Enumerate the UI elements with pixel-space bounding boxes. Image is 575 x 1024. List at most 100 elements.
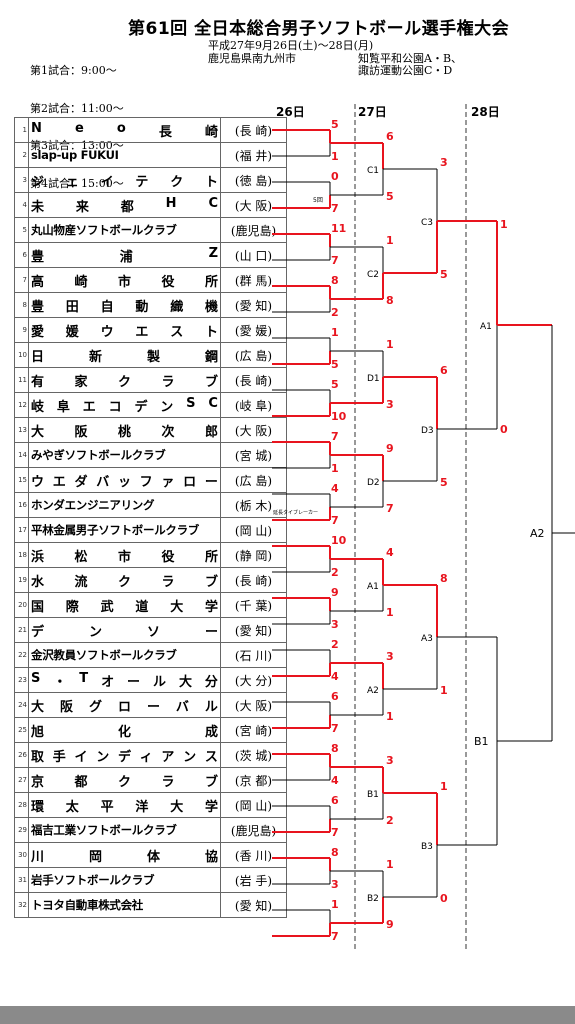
team-prefecture: (宮 城) (220, 442, 287, 468)
score: 3 (331, 878, 339, 891)
score: 7 (331, 254, 339, 267)
game-label: D3 (421, 426, 434, 436)
team-name-cell: 愛媛ウエスト (28, 317, 221, 343)
score: 2 (331, 306, 339, 319)
score: 9 (386, 442, 394, 455)
score: 7 (331, 930, 339, 943)
score: 8 (331, 846, 339, 859)
team-name: ホンダエンジニアリング (31, 498, 155, 512)
team-name-cell: デンソー (28, 617, 221, 643)
team-name-cell: 高崎市役所 (28, 267, 221, 293)
score: 8 (331, 742, 339, 755)
score: 6 (331, 794, 339, 807)
team-name: ジェイテクト (31, 174, 218, 190)
team-name: 大阪グローバル (31, 699, 218, 715)
game-label: A3 (421, 634, 433, 644)
game-label: D1 (367, 374, 380, 384)
team-name: トヨタ自動車株式会社 (31, 898, 143, 912)
day-label-27: 27日 (358, 105, 387, 119)
score: 4 (331, 774, 339, 787)
event-info: 平成27年9月26日(土)～28日(月) 鹿児島県南九州市 知覧平和公園A・B、… (208, 39, 462, 78)
score: 7 (331, 722, 339, 735)
team-name: slap-up FUKUI (31, 148, 119, 162)
team-name-cell: ウエダバッファロー (28, 467, 221, 493)
score: 9 (331, 586, 339, 599)
team-prefecture: (広 島) (220, 467, 287, 493)
team-name: 環太平洋大学 (31, 799, 218, 815)
team-prefecture: (宮 崎) (220, 717, 287, 743)
team-name: 岩手ソフトボールクラブ (31, 873, 155, 887)
score: 3 (386, 754, 394, 767)
score: 1 (331, 326, 339, 339)
score: 5 (440, 476, 448, 489)
team-name-cell: 旭化成 (28, 717, 221, 743)
score: 8 (331, 274, 339, 287)
score: 1 (500, 218, 508, 231)
score: 6 (440, 364, 448, 377)
team-name: 丸山物産ソフトボールクラブ (31, 223, 177, 237)
score: 1 (331, 898, 339, 911)
team-name: 豊田自動織機 (31, 299, 218, 315)
team-prefecture: (石 川) (220, 642, 287, 668)
team-prefecture: (愛 媛) (220, 317, 287, 343)
score: 2 (331, 638, 339, 651)
score: 4 (386, 546, 394, 559)
team-name: 福吉工業ソフトボールクラブ (31, 823, 177, 837)
score: 9 (386, 918, 394, 931)
score: 6 (331, 690, 339, 703)
team-name: 愛媛ウエスト (31, 324, 218, 340)
game-label: B1 (474, 735, 489, 748)
schedule-line: 第2試合：11:00～ (30, 101, 124, 115)
team-prefecture: (愛 知) (220, 292, 287, 318)
score: 7 (331, 430, 339, 443)
venue-1: 知覧平和公園A・B、 (358, 51, 463, 65)
score: 5 (331, 378, 339, 391)
team-name: 大阪桃次郎 (31, 424, 218, 440)
team-name-cell: 取手インディアンス (28, 742, 221, 768)
score: 0 (440, 892, 448, 905)
score: 3 (331, 618, 339, 631)
day-label-26: 26日 (276, 105, 305, 119)
score: 4 (331, 670, 339, 683)
team-name-cell: 大阪桃次郎 (28, 417, 221, 443)
team-prefecture: (大 阪) (220, 417, 287, 443)
score: 7 (331, 826, 339, 839)
team-prefecture: (愛 知) (220, 892, 287, 918)
day-label-28: 28日 (471, 105, 500, 119)
score: 10 (331, 534, 347, 547)
game-label: C3 (421, 218, 433, 228)
team-name-cell: 川岡体協 (28, 842, 221, 868)
score: 1 (386, 338, 394, 351)
team-prefecture: (鹿児島) (220, 817, 287, 843)
team-name: デンソー (31, 624, 218, 640)
score: 0 (500, 423, 508, 436)
team-prefecture: (大 阪) (220, 692, 287, 718)
bottom-bar (0, 1006, 575, 1024)
team-prefecture: (栃 木) (220, 492, 287, 518)
game-label: C1 (367, 166, 379, 176)
team-name: 京都クラブ (31, 774, 218, 790)
score: 6 (386, 130, 394, 143)
team-prefecture: (京 都) (220, 767, 287, 793)
score: 5 (440, 268, 448, 281)
game-note: 延長タイブレーカー (273, 509, 318, 516)
